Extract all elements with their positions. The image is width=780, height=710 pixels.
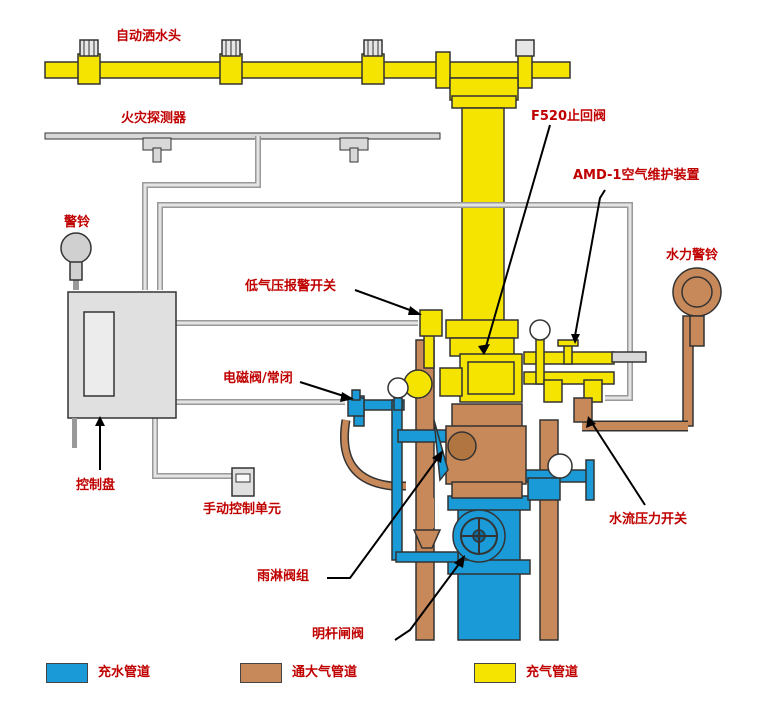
leader-lines	[95, 124, 646, 641]
legend-label-water: 充水管道	[98, 665, 151, 680]
electric-alarm-bell	[60, 232, 92, 281]
label-gate-valve: 明杆闸阀	[312, 627, 365, 642]
sprinkler-head	[77, 39, 101, 85]
legend-label-air: 充气管道	[526, 665, 579, 680]
label-amd1: AMD-1空气维护装置	[573, 168, 700, 183]
label-detector: 火灾探测器	[121, 111, 187, 126]
control-panel-box	[67, 291, 177, 448]
top-air-pipe	[44, 51, 571, 324]
label-manual-unit: 手动控制单元	[203, 502, 282, 517]
legend-label-atmosphere: 通大气管道	[292, 665, 358, 680]
control-wiring	[73, 202, 633, 479]
sprinkler-head	[515, 39, 535, 57]
sprinkler-head	[219, 39, 243, 85]
label-f520: F520止回阀	[531, 109, 607, 124]
deluge-valve-body	[412, 403, 527, 549]
legend-swatch-atmosphere	[240, 663, 282, 683]
sprinkler-head	[361, 39, 385, 85]
water-motor-gong	[672, 267, 722, 347]
label-solenoid: 电磁阀/常闭	[223, 371, 293, 386]
label-low-pressure: 低气压报警开关	[245, 279, 337, 294]
sprinkler-heads	[77, 39, 535, 85]
solenoid-valve	[347, 389, 365, 417]
label-control-panel: 控制盘	[76, 478, 116, 493]
f520-check-valve	[403, 309, 647, 403]
label-flow-switch: 水流压力开关	[609, 512, 688, 527]
detector-line	[44, 132, 441, 290]
label-alarm-bell: 警铃	[64, 215, 91, 230]
flow-pressure-switch	[573, 397, 593, 423]
atmosphere-pipes	[340, 315, 694, 641]
label-sprinkler: 自动洒水头	[116, 29, 182, 44]
label-water-bell: 水力警铃	[666, 248, 719, 263]
manual-control-unit	[231, 467, 255, 497]
label-deluge: 雨淋阀组	[257, 569, 310, 584]
legend-swatch-air	[474, 663, 516, 683]
legend-swatch-water	[46, 663, 88, 683]
pressure-gauges	[387, 377, 409, 411]
